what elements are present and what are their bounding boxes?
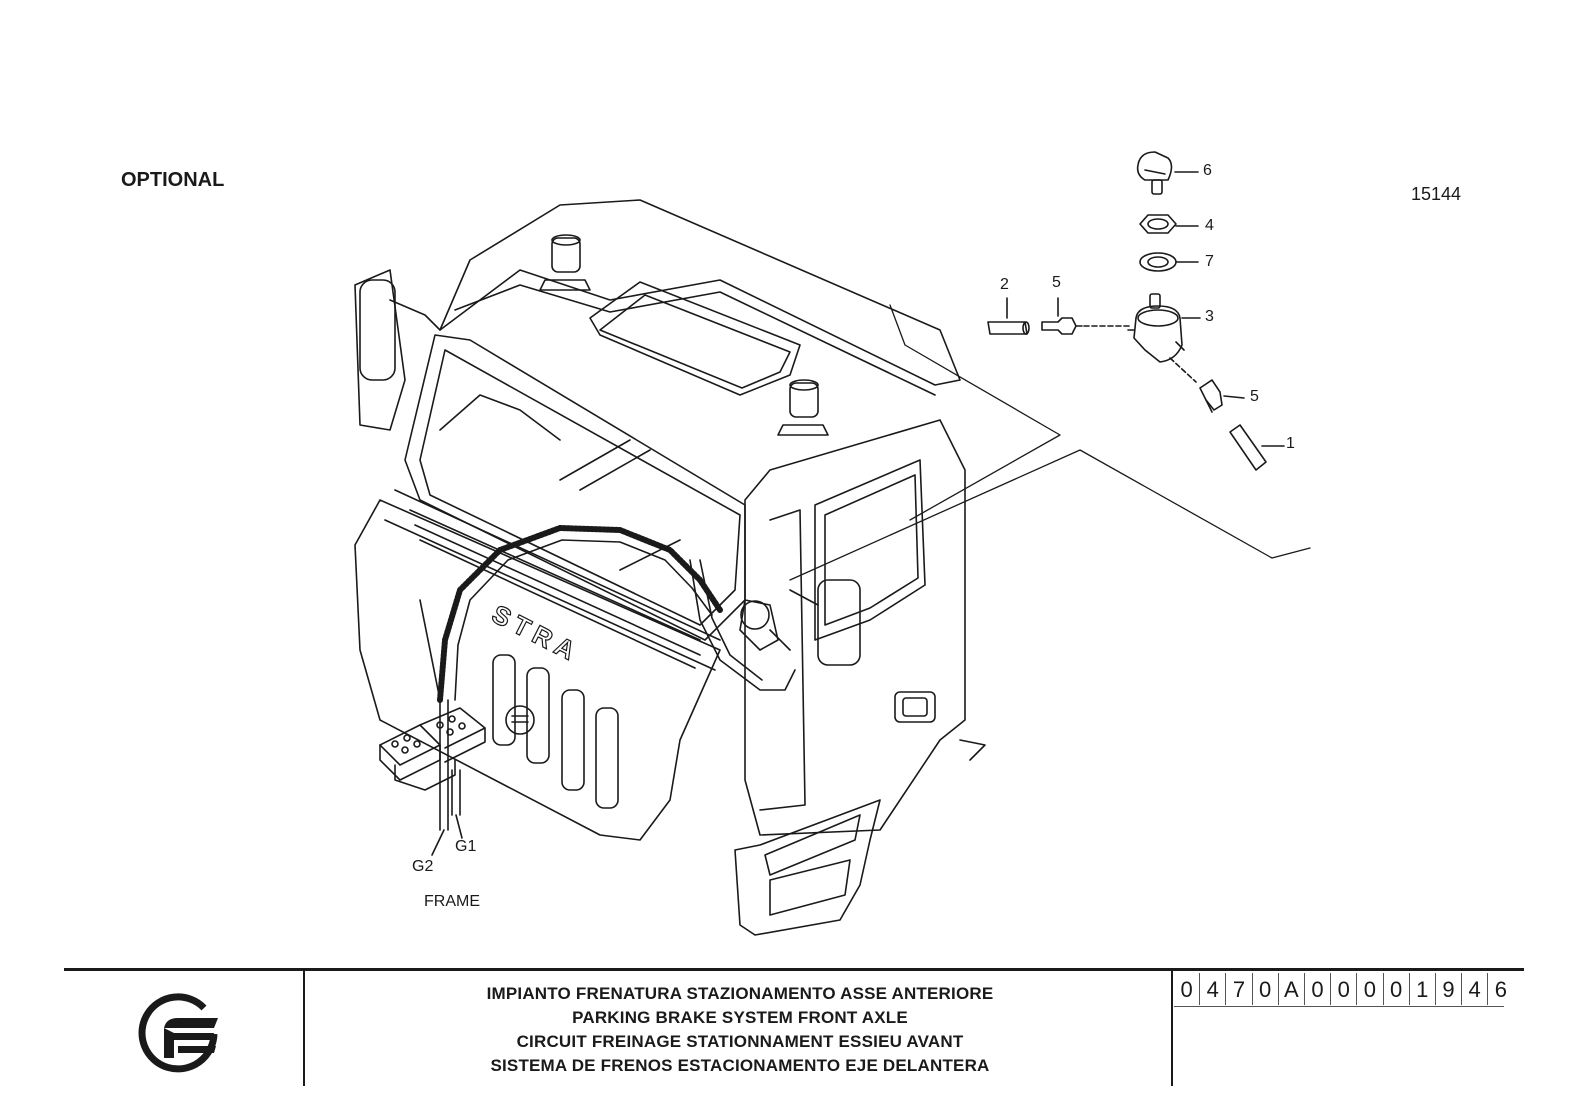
callout-3: 3 (1205, 308, 1214, 325)
part-6-knob (1136, 151, 1199, 195)
code-char: 0 (1305, 973, 1332, 1005)
code-char: 1 (1410, 973, 1436, 1005)
drawing-code: 0 4 7 0 A 0 0 0 0 1 9 4 6 (1174, 973, 1513, 1005)
frame-label: FRAME (424, 893, 480, 910)
code-char: 0 (1253, 973, 1279, 1005)
part-5-fitting-upper (1041, 297, 1131, 335)
part-2-tube (987, 297, 1030, 335)
title-italian: IMPIANTO FRENATURA STAZIONAMENTO ASSE AN… (486, 984, 994, 1003)
callout-2: 2 (1000, 276, 1009, 293)
callout-6: 6 (1203, 162, 1212, 179)
title-english: PARKING BRAKE SYSTEM FRONT AXLE (572, 1008, 908, 1027)
code-char: 0 (1331, 973, 1358, 1005)
title-block-divider-right (1171, 968, 1173, 1086)
code-char: 0 (1357, 973, 1384, 1005)
code-char: 0 (1384, 973, 1410, 1005)
callout-4: 4 (1205, 217, 1214, 234)
drawing-code-rule (1174, 1006, 1504, 1007)
code-char: 4 (1200, 973, 1227, 1005)
optional-label: OPTIONAL (121, 169, 225, 191)
truck-cab-drawing (354, 199, 986, 936)
callout-5-upper: 5 (1052, 274, 1061, 291)
cab-lettering: STRA (487, 599, 585, 669)
part-3-valve-body (1127, 293, 1201, 383)
title-french: CIRCUIT FREINAGE STATIONNAMENT ESSIEU AV… (516, 1032, 964, 1051)
part-7-washer (1139, 252, 1199, 272)
callout-1: 1 (1286, 435, 1295, 452)
title-block-top-rule (64, 968, 1524, 971)
code-char: A (1279, 973, 1305, 1005)
cable-label-g1: G1 (455, 838, 477, 855)
part-4-nut (1139, 214, 1199, 234)
code-char: 7 (1226, 973, 1253, 1005)
title-block-divider-left (303, 968, 305, 1086)
drawing-reference-number: 15144 (1411, 184, 1462, 204)
title-lines: IMPIANTO FRENATURA STAZIONAMENTO ASSE AN… (306, 982, 1174, 1078)
title-block: IMPIANTO FRENATURA STAZIONAMENTO ASSE AN… (64, 968, 1524, 1088)
code-char: 9 (1436, 973, 1463, 1005)
title-spanish: SISTEMA DE FRENOS ESTACIONAMENTO EJE DEL… (490, 1056, 990, 1075)
callout-7: 7 (1205, 253, 1214, 270)
code-char: 6 (1494, 977, 1507, 1002)
part-5-fitting-lower (1199, 379, 1245, 413)
cable-label-g2: G2 (412, 858, 434, 875)
company-logo-icon (138, 993, 218, 1073)
part-1-tube (1229, 424, 1285, 471)
callout-5-lower: 5 (1250, 388, 1259, 405)
code-char: 0 (1174, 973, 1201, 1005)
code-char: 4 (1462, 973, 1489, 1005)
